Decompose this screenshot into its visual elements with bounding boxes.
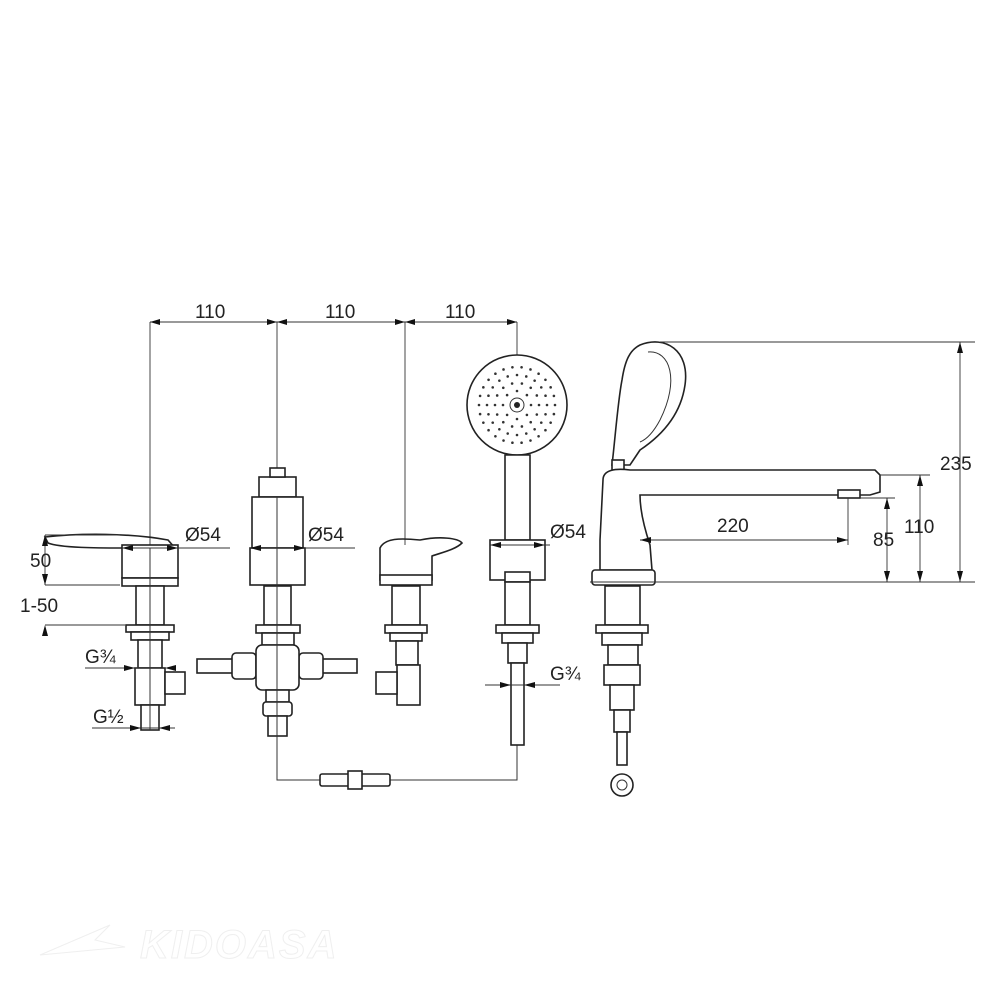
nozzle-dot: [549, 386, 552, 389]
nozzle-dot: [495, 394, 499, 397]
nozzle-dot: [515, 373, 519, 377]
nozzle-dot: [537, 372, 540, 376]
nozzle-dot: [524, 432, 528, 435]
nozzle-dot: [510, 425, 514, 428]
nozzle-dot: [502, 368, 505, 371]
dimensions-right: 220 85 110 235: [590, 341, 975, 583]
nozzle-dot: [524, 375, 528, 378]
nozzle-dot: [529, 420, 533, 424]
watermark-logo: KIDOASA: [39, 923, 338, 968]
bath-spout: [591, 341, 881, 797]
nozzle-dot: [506, 375, 510, 378]
nozzle-dot: [553, 403, 557, 407]
nozzle-dot: [502, 439, 505, 442]
nozzle-dot: [515, 389, 519, 393]
dimensions-left: 50 1-50 Ø54 G¾ G½: [20, 525, 230, 731]
nozzle-dot: [552, 394, 556, 398]
nozzle-dot: [491, 386, 495, 389]
nozzle-dot: [491, 421, 495, 424]
nozzle-dot: [501, 386, 505, 390]
spout-height-label: 110: [904, 517, 934, 538]
nozzle-dot: [487, 428, 490, 432]
thread-upper-label: G¾: [85, 647, 117, 668]
nozzle-dot: [539, 386, 543, 389]
hand-shower: Ø54 G¾: [466, 354, 586, 746]
diameter-label-2: Ø54: [308, 525, 344, 546]
nozzle-dot: [487, 412, 490, 416]
nozzle-dot: [487, 394, 490, 398]
nozzle-dot: [535, 394, 539, 397]
total-height-label: 235: [940, 454, 972, 475]
nozzle-dot: [520, 425, 524, 428]
nozzle-dot: [529, 439, 532, 442]
nozzle-dot: [498, 379, 501, 383]
nozzle-dot: [505, 393, 509, 397]
nozzle-dot: [544, 428, 547, 432]
nozzle-dot: [494, 372, 497, 376]
nozzle-dot: [535, 413, 539, 416]
nozzle-dot: [511, 441, 514, 445]
mixer-valve-left: [43, 533, 186, 731]
nozzle-dot: [485, 403, 489, 407]
diameter-label-3: Ø54: [550, 522, 586, 543]
nozzle-dot: [482, 386, 485, 389]
nozzle-dot: [533, 379, 536, 383]
nozzle-dot: [515, 433, 519, 437]
lever-height-label: 50: [30, 551, 51, 572]
nozzle-dot: [501, 420, 505, 424]
spout-outlet-height-label: 85: [873, 530, 894, 551]
nozzle-dot: [482, 421, 485, 424]
nozzle-dot: [529, 403, 533, 407]
nozzle-dot: [495, 413, 499, 416]
nozzle-dot: [525, 413, 529, 417]
mixer-valve-right: [375, 537, 464, 706]
nozzle-dot: [511, 365, 514, 369]
connecting-hose: [276, 736, 518, 790]
nozzle-dot: [545, 403, 549, 407]
nozzle-dot: [537, 403, 541, 407]
nozzle-dot: [544, 378, 547, 382]
nozzle-dot: [515, 417, 519, 421]
nozzle-dot: [544, 394, 547, 398]
nozzle-dot: [537, 434, 540, 438]
spacing-label-2: 110: [325, 302, 355, 323]
thread-lower-label: G½: [93, 707, 124, 728]
nozzle-dot: [520, 441, 523, 445]
nozzle-dot: [549, 421, 552, 424]
nozzle-dot: [478, 394, 482, 398]
spacing-dimensions: 110 110 110: [149, 302, 518, 548]
spout-reach-label: 220: [717, 516, 749, 537]
nozzle-dot: [520, 382, 524, 385]
nozzle-dot: [544, 412, 547, 416]
diameter-label-1: Ø54: [185, 525, 221, 546]
nozzle-dot: [525, 393, 529, 397]
nozzle-dot: [539, 421, 543, 424]
nozzle-dot: [501, 403, 505, 407]
nozzle-dot: [533, 427, 536, 431]
nozzle-dot: [510, 382, 514, 385]
nozzle-dot: [506, 432, 510, 435]
nozzle-dot: [552, 412, 556, 416]
nozzle-dot: [520, 365, 523, 369]
nozzle-dot: [494, 434, 497, 438]
nozzle-dot: [487, 378, 490, 382]
spacing-label-1: 110: [195, 302, 225, 323]
nozzle-dot: [529, 368, 532, 371]
nozzle-dot: [498, 427, 501, 431]
spray-nozzles: [477, 365, 557, 445]
spacing-label-3: 110: [445, 302, 475, 323]
diverter-valve: Ø54: [196, 467, 358, 737]
watermark-text: KIDOASA: [140, 923, 338, 967]
nozzle-dot: [478, 412, 482, 416]
thread-hose-label: G¾: [550, 664, 582, 685]
nozzle-dot: [477, 403, 481, 407]
deck-thickness-label: 1-50: [20, 596, 58, 617]
nozzle-dot: [505, 413, 509, 417]
nozzle-dot: [529, 386, 533, 390]
nozzle-dot: [493, 403, 497, 407]
